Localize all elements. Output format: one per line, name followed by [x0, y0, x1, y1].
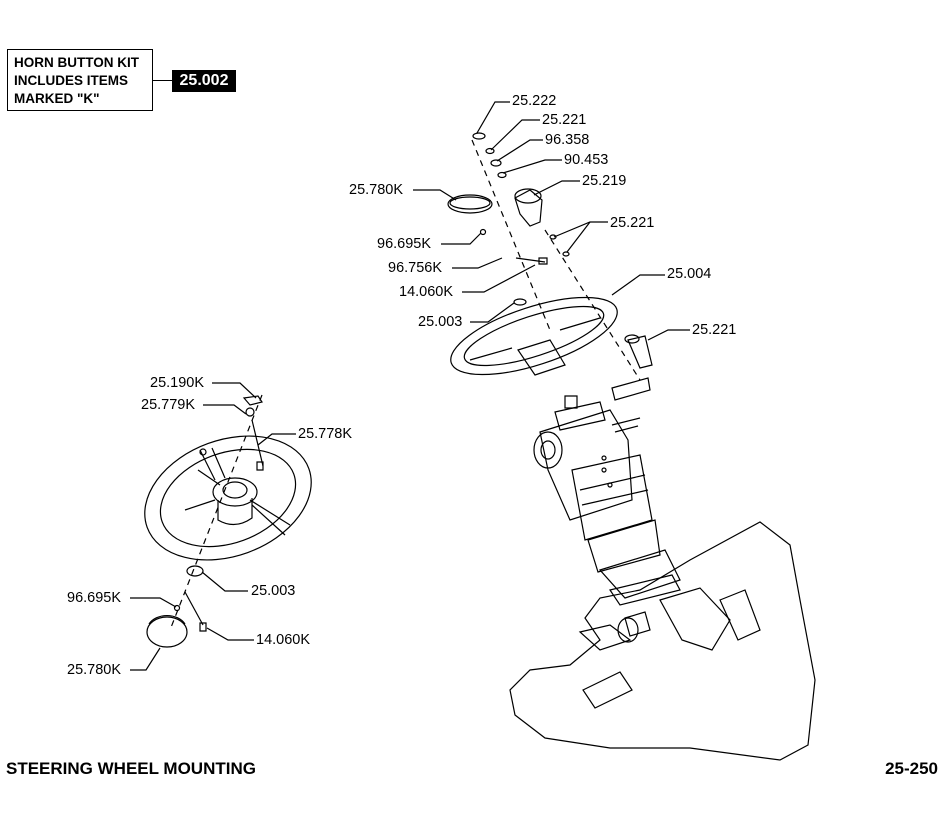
part-label-96-756k: 96.756K	[388, 260, 443, 276]
part-label-25-190k: 25.190K	[150, 375, 205, 391]
part-label-25-003-upper: 25.003	[418, 314, 463, 330]
chassis-frame-outline	[510, 522, 815, 760]
part-label-25-221-c: 25.221	[692, 322, 737, 338]
kit-line-2: INCLUDES ITEMS	[14, 73, 129, 88]
part-label-96-358: 96.358	[545, 132, 590, 148]
page-number: 25-250	[885, 759, 938, 778]
part-label-25-780k-lower: 25.780K	[67, 662, 122, 678]
part-label-25-780k-upper: 25.780K	[349, 182, 404, 198]
part-label-25-778k: 25.778K	[298, 426, 353, 442]
kit-line-3: MARKED "K"	[14, 91, 100, 106]
right-centerline	[472, 140, 550, 330]
part-label-25-779k: 25.779K	[141, 397, 196, 413]
part-label-25-004: 25.004	[667, 266, 712, 282]
left-centerline	[170, 395, 262, 630]
part-label-96-695k-upper: 96.695K	[377, 236, 432, 252]
page-title: STEERING WHEEL MOUNTING	[6, 759, 256, 778]
part-label-25-003-lower: 25.003	[251, 583, 296, 599]
part-label-14-060k-lower: 14.060K	[256, 632, 311, 648]
part-label-25-221-a: 25.221	[542, 112, 587, 128]
steering-wheel-lower	[127, 414, 328, 582]
kit-leader-line	[153, 80, 173, 81]
right-leader-lines	[413, 102, 690, 340]
part-label-90-453: 90.453	[564, 152, 609, 168]
lower-horn-parts	[147, 396, 263, 647]
horn-kit-callout-box: HORN BUTTON KIT INCLUDES ITEMS MARKED "K…	[7, 49, 153, 111]
horn-parts-stack	[448, 133, 652, 368]
part-label-25-219: 25.219	[582, 173, 627, 189]
part-label-14-060k-upper: 14.060K	[399, 284, 454, 300]
right-centerline-2	[545, 230, 640, 380]
part-label-25-221-b: 25.221	[610, 215, 655, 231]
part-label-96-695k-lower: 96.695K	[67, 590, 122, 606]
kit-part-number: 25.002	[172, 70, 236, 92]
kit-line-1: HORN BUTTON KIT	[14, 55, 139, 70]
left-leader-lines	[130, 383, 296, 670]
part-label-25-222: 25.222	[512, 93, 557, 109]
steering-wheel-upper	[442, 282, 625, 391]
steering-column-assembly	[534, 378, 680, 642]
